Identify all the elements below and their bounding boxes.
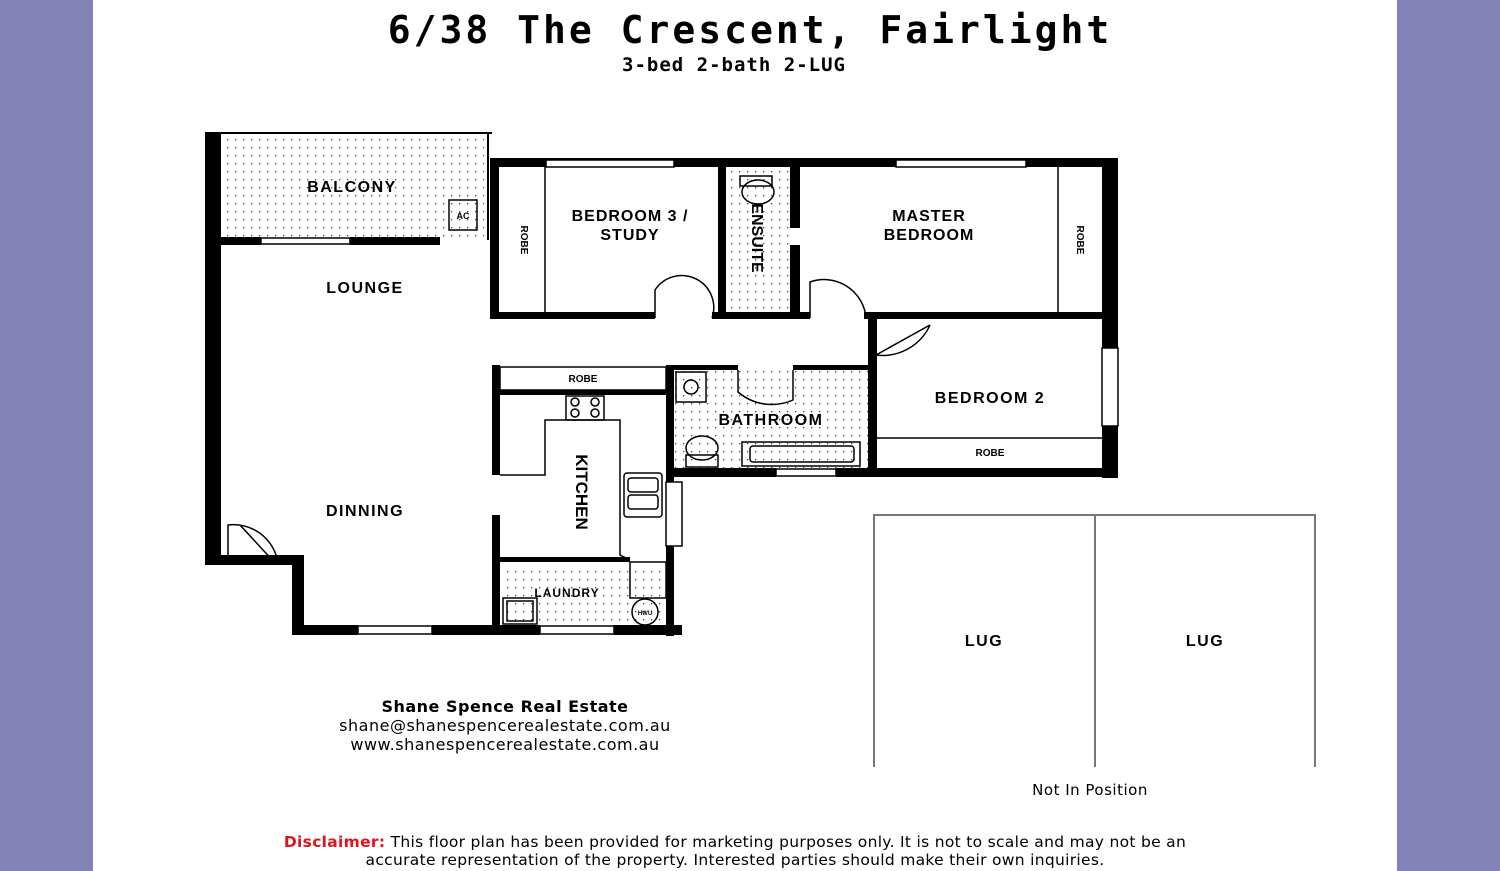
windows — [260, 159, 1119, 635]
disclaimer-text-1: This floor plan has been provided for ma… — [385, 833, 1187, 851]
master-bedroom-label-line2: BEDROOM — [884, 227, 975, 244]
bedroom2-label: BEDROOM 2 — [935, 390, 1045, 407]
ac-label: AC — [457, 211, 470, 221]
kitchen-robe-label: ROBE — [569, 374, 598, 385]
ensuite-floor — [727, 170, 790, 312]
bedroom3-label-line1: BEDROOM 3 / — [572, 208, 689, 225]
fixtures — [448, 167, 1102, 626]
balcony-floor — [222, 137, 484, 237]
lug-label-1: LUG — [965, 633, 1003, 650]
ensuite-label: ENSUITE — [748, 203, 765, 273]
property-summary-subtitle: 3-bed 2-bath 2-LUG — [622, 54, 846, 76]
lug-label-2: LUG — [1186, 633, 1224, 650]
agent-email: shane@shanespencerealestate.com.au — [339, 716, 671, 735]
disclaimer-line1: Disclaimer: This floor plan has been pro… — [100, 833, 1370, 851]
garage-outline — [873, 514, 1316, 767]
garage-not-in-position-note: Not In Position — [1032, 781, 1148, 799]
bathroom-label: BATHROOM — [718, 412, 823, 429]
bedroom3-label-line2: STUDY — [600, 227, 659, 244]
balcony-label: BALCONY — [307, 179, 397, 196]
laundry-label: LAUNDRY — [534, 586, 599, 600]
lounge-label: LOUNGE — [326, 280, 403, 297]
agent-name: Shane Spence Real Estate — [381, 697, 629, 716]
bathroom-floor — [672, 370, 869, 468]
laundry-floor — [502, 565, 666, 625]
bedroom3-robe-label: ROBE — [518, 226, 529, 255]
bedroom2-robe-label: ROBE — [976, 448, 1005, 459]
hwu-label: HWU — [638, 611, 652, 617]
master-bedroom-label-line1: MASTER — [892, 208, 966, 225]
disclaimer-label: Disclaimer: — [283, 833, 386, 851]
dinning-label: DINNING — [326, 503, 404, 520]
kitchen-label: KITCHEN — [572, 454, 591, 530]
agent-website: www.shanespencerealestate.com.au — [350, 735, 660, 754]
disclaimer-line2: accurate representation of the property.… — [365, 851, 1105, 869]
walls — [205, 133, 1118, 636]
balcony-frame — [205, 132, 492, 240]
disclaimer: Disclaimer: This floor plan has been pro… — [100, 833, 1370, 869]
doors — [227, 274, 931, 564]
property-address-title: 6/38 The Crescent, Fairlight — [387, 8, 1113, 52]
master-robe-label: ROBE — [1074, 226, 1085, 255]
